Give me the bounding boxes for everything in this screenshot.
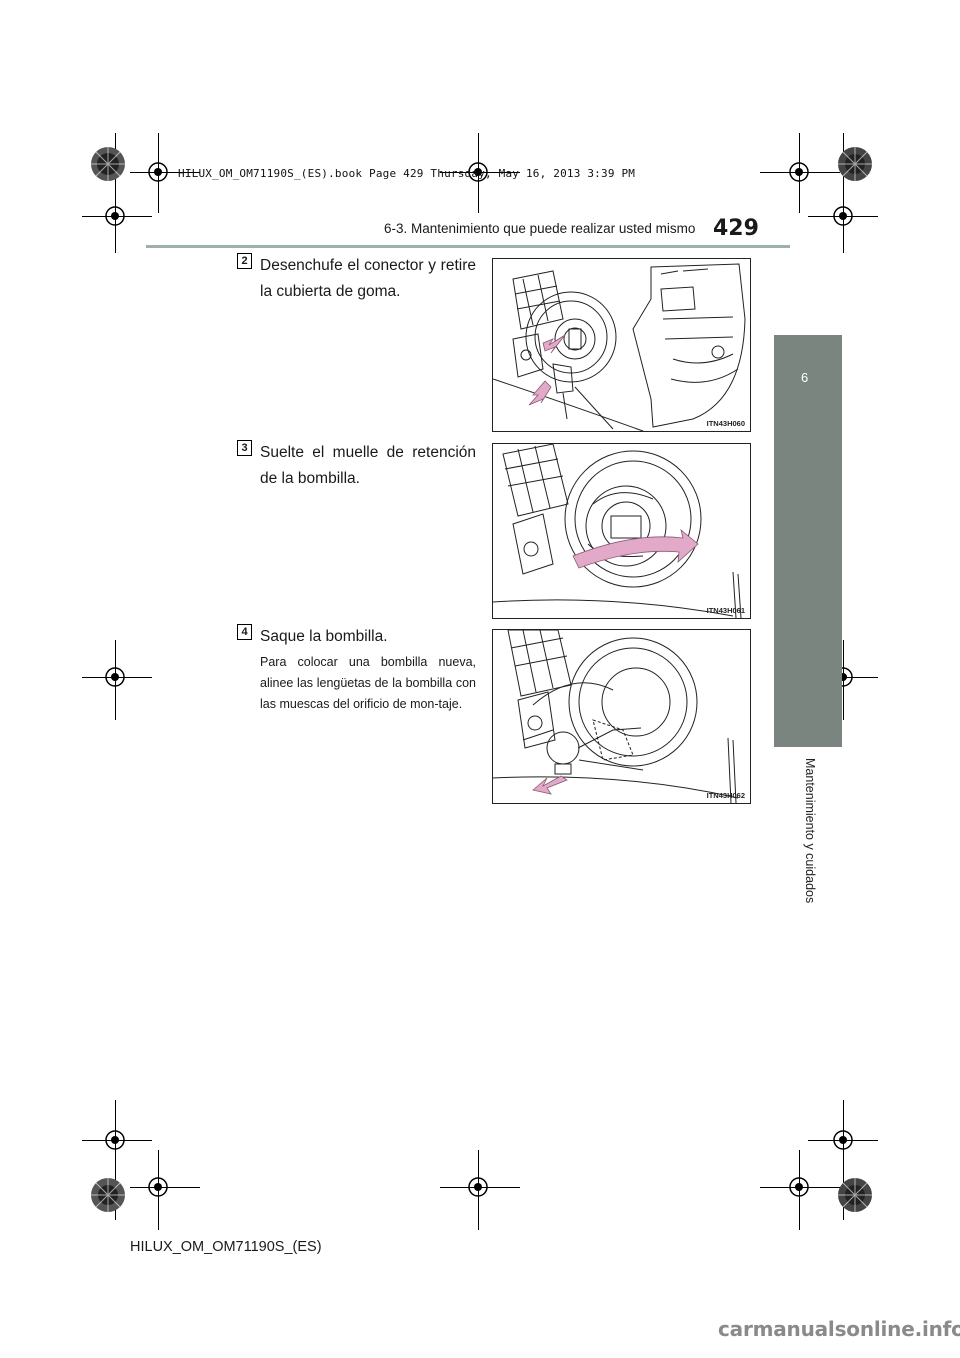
crop-mark [440,1187,520,1188]
step-note: Para colocar una bombilla nueva, alinee … [260,655,476,711]
chapter-number: 6 [801,370,809,385]
chapter-label: Mantenimiento y cuidados [803,758,817,904]
header-rule [146,245,790,248]
crop-mark [799,133,800,213]
figure-code: ITN43H062 [706,791,745,800]
crop-mark [760,1187,840,1188]
step-text: Desenchufe el conector y retire la cubie… [260,257,476,300]
watermark[interactable]: carmanualsonline.info [718,1317,960,1341]
crop-mark [115,133,116,253]
section-title: 6-3. Mantenimiento que puede realizar us… [384,221,696,236]
crop-mark [799,1150,800,1230]
crop-mark [115,1100,116,1220]
figure-retaining-spring: ITN43H061 [492,443,751,619]
crop-mark [478,1150,479,1230]
crop-mark [843,640,844,720]
bulb-retaining-spring-illustration-icon [493,444,742,618]
crop-mark [843,1100,844,1220]
footer-doc-code: HILUX_OM_OM71190S_(ES) [130,1239,322,1255]
figure-remove-bulb: ITN43H062 [492,629,751,804]
crop-mark [843,133,844,253]
crop-mark [760,172,840,173]
crop-mark [82,677,152,678]
step-badge: 4 [237,624,252,640]
crop-mark [82,1140,152,1141]
crop-mark [158,1150,159,1230]
crop-mark [115,640,116,720]
chapter-tab [774,335,842,747]
page-number: 429 [713,216,759,241]
crop-mark [82,216,152,217]
book-stamp: HILUX_OM_OM71190S_(ES).book Page 429 Thu… [178,167,636,180]
figure-code: ITN43H061 [706,606,745,615]
crop-mark [158,133,159,213]
step-text: Saque la bombilla. [260,628,388,645]
headlight-connector-illustration-icon [493,263,746,431]
step-text: Suelte el muelle de retención de la bomb… [260,444,476,487]
crop-mark [808,216,878,217]
crop-mark [808,1140,878,1141]
figure-code: ITN43H060 [706,419,745,428]
step-badge: 3 [237,440,252,456]
remove-bulb-illustration-icon [493,630,739,803]
crop-mark [130,1187,200,1188]
figure-connector: ITN43H060 [492,258,751,432]
step-badge: 2 [237,253,252,269]
